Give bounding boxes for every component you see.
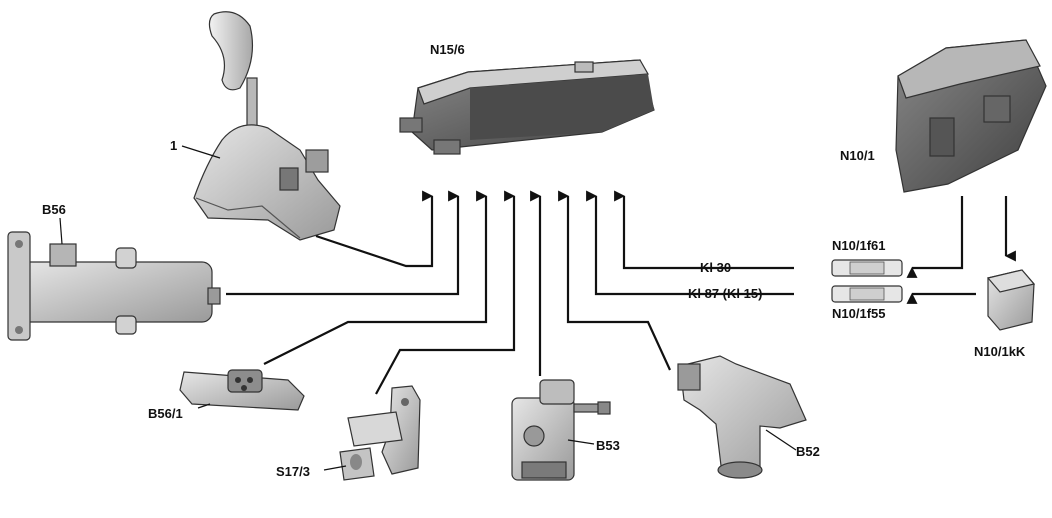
wire-shifter (315, 190, 434, 268)
label-relay: N10/1kK (974, 344, 1026, 359)
b56-1-sensor (179, 369, 305, 411)
wire-kl30 (614, 190, 794, 270)
wire-b56 (226, 190, 460, 296)
signal-wires (226, 190, 794, 395)
fuse-relay-box-n10-1 (895, 39, 1047, 193)
wire-s17-3 (375, 190, 516, 395)
label-s17-3: S17/3 (276, 464, 310, 479)
fuse-n10-1f55 (831, 285, 903, 303)
supply-wires (906, 196, 1016, 304)
b52-sensor (677, 355, 807, 479)
wire-b56-1 (263, 190, 488, 365)
wire-fusebox-to-f61 (906, 196, 964, 278)
label-fuse-f55: N10/1f55 (832, 306, 885, 321)
label-b56-1: B56/1 (148, 406, 183, 421)
label-kl87: Kl 87 (Kl 15) (688, 286, 762, 301)
s17-3-switch (339, 385, 421, 481)
label-fusebox: N10/1 (840, 148, 875, 163)
label-shifter: 1 (170, 138, 177, 153)
label-kl30: Kl 30 (700, 260, 731, 275)
gear-shifter-assembly (193, 11, 341, 241)
label-b53: B53 (596, 438, 620, 453)
label-b52: B52 (796, 444, 820, 459)
wire-kl87 (586, 190, 794, 296)
label-fuse-f61: N10/1f61 (832, 238, 885, 253)
wire-b52 (558, 190, 671, 371)
label-b56: B56 (42, 202, 66, 217)
b56-cylinder-sensor (7, 231, 221, 341)
relay-n10-1kk (986, 269, 1036, 331)
control-unit-n15-6 (399, 59, 655, 155)
b53-sensor (511, 379, 611, 481)
fuse-n10-1f61 (831, 259, 903, 277)
label-control-unit: N15/6 (430, 42, 465, 57)
